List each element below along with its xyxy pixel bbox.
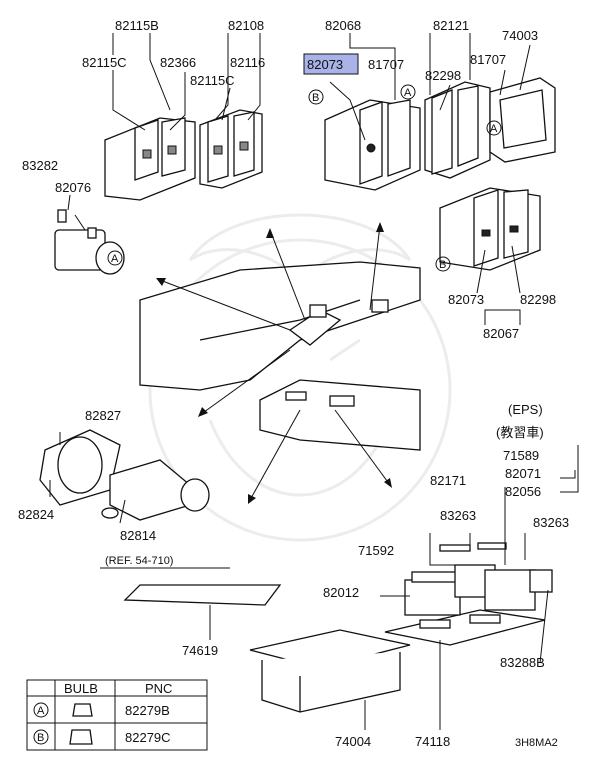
label-83263-b[interactable]: 83263 bbox=[533, 515, 569, 530]
label-83282[interactable]: 83282 bbox=[22, 158, 58, 173]
label-kyoshu: (教習車) bbox=[496, 425, 544, 440]
callout-a-top: A bbox=[404, 87, 412, 99]
label-82298-top[interactable]: 82298 bbox=[425, 68, 461, 83]
switch-panel-mid-right[interactable] bbox=[439, 187, 541, 271]
tray-mat-74619[interactable] bbox=[123, 584, 282, 606]
bulb-b-icon bbox=[69, 729, 93, 745]
eps-leader-a bbox=[560, 470, 576, 479]
switch-block-82012[interactable] bbox=[404, 542, 553, 616]
label-83288B[interactable]: 83288B bbox=[500, 655, 545, 670]
label-82067[interactable]: 82067 bbox=[483, 326, 519, 341]
diagram-code: 3H8MA2 bbox=[515, 737, 558, 749]
table-row-a-mark: A bbox=[37, 705, 45, 717]
label-82073-mid[interactable]: 82073 bbox=[448, 292, 484, 307]
eps-leader-b bbox=[560, 445, 579, 493]
bulb-a-icon bbox=[72, 703, 93, 717]
label-83263-a[interactable]: 83263 bbox=[440, 508, 476, 523]
circle-callouts: B A A A B bbox=[107, 84, 502, 272]
label-82824[interactable]: 82824 bbox=[18, 507, 54, 522]
callout-a-socket: A bbox=[111, 253, 119, 265]
label-82071[interactable]: 82071 bbox=[505, 466, 541, 481]
callout-b-top: B bbox=[312, 92, 319, 104]
switch-panel-center-left[interactable] bbox=[199, 109, 263, 189]
label-81707-a[interactable]: 81707 bbox=[368, 57, 404, 72]
callout-arrows bbox=[156, 222, 392, 504]
callout-circle-a-top bbox=[400, 84, 416, 100]
table-row-b-circle bbox=[33, 729, 49, 745]
table-row-b-mark: B bbox=[37, 732, 44, 744]
switch-panel-far-right[interactable] bbox=[424, 81, 491, 179]
table-header-pnc: PNC bbox=[145, 681, 172, 696]
bulb-table: BULB PNC A 82279B B 82279C bbox=[26, 679, 208, 751]
label-74619[interactable]: 74619 bbox=[182, 643, 218, 658]
switch-panel-right-group[interactable] bbox=[324, 99, 421, 191]
label-71592[interactable]: 71592 bbox=[358, 543, 394, 558]
label-ref: (REF. 54-710) bbox=[105, 555, 173, 567]
label-82121[interactable]: 82121 bbox=[433, 18, 469, 33]
callout-circle-b-mid bbox=[435, 256, 451, 272]
label-82076[interactable]: 82076 bbox=[55, 180, 91, 195]
highlight-box bbox=[303, 53, 359, 75]
label-74003[interactable]: 74003 bbox=[502, 28, 538, 43]
label-82012[interactable]: 82012 bbox=[323, 585, 359, 600]
callout-a-right: A bbox=[490, 123, 498, 135]
callout-b-mid: B bbox=[439, 259, 446, 271]
label-82108[interactable]: 82108 bbox=[228, 18, 264, 33]
part-labels: 82115B 82108 82068 82121 74003 82115C 82… bbox=[18, 18, 579, 749]
callout-circle-b-top bbox=[308, 89, 324, 105]
label-82115B[interactable]: 82115B bbox=[115, 18, 159, 33]
label-74118[interactable]: 74118 bbox=[415, 734, 450, 749]
watermark-emblem bbox=[148, 213, 452, 542]
label-82056[interactable]: 82056 bbox=[505, 484, 541, 499]
label-82068[interactable]: 82068 bbox=[325, 18, 361, 33]
console-plate-74118[interactable] bbox=[384, 609, 546, 646]
table-row-a-circle bbox=[33, 702, 49, 718]
label-eps: (EPS) bbox=[508, 402, 543, 417]
dashboard-assembly bbox=[139, 261, 421, 451]
callout-circle-a-socket bbox=[107, 250, 123, 266]
table-row-a-pnc: 82279B bbox=[125, 703, 170, 718]
storage-box-74004[interactable] bbox=[249, 629, 411, 713]
label-82171[interactable]: 82171 bbox=[430, 473, 466, 488]
callout-circle-a-right bbox=[486, 120, 502, 136]
switch-panel-left-group[interactable] bbox=[104, 117, 196, 201]
label-82298-mid[interactable]: 82298 bbox=[520, 292, 556, 307]
label-71589[interactable]: 71589 bbox=[503, 448, 539, 463]
lighter-socket-82076[interactable] bbox=[54, 209, 125, 275]
label-82115C-a[interactable]: 82115C bbox=[82, 55, 127, 70]
label-82814[interactable]: 82814 bbox=[120, 528, 156, 543]
label-81707-b[interactable]: 81707 bbox=[470, 52, 506, 67]
table-header-bulb: BULB bbox=[64, 681, 98, 696]
label-82116[interactable]: 82116 bbox=[230, 55, 265, 70]
leader-lines bbox=[49, 33, 549, 730]
label-74004[interactable]: 74004 bbox=[335, 734, 371, 749]
label-82827[interactable]: 82827 bbox=[85, 408, 121, 423]
display-bezel-74003[interactable] bbox=[489, 77, 556, 163]
label-82115C-b[interactable]: 82115C bbox=[190, 73, 235, 88]
label-82073-top[interactable]: 82073 bbox=[307, 57, 343, 72]
cigarette-lighter-82814[interactable] bbox=[39, 429, 210, 521]
label-82366[interactable]: 82366 bbox=[160, 55, 196, 70]
table-row-b-pnc: 82279C bbox=[125, 730, 171, 745]
